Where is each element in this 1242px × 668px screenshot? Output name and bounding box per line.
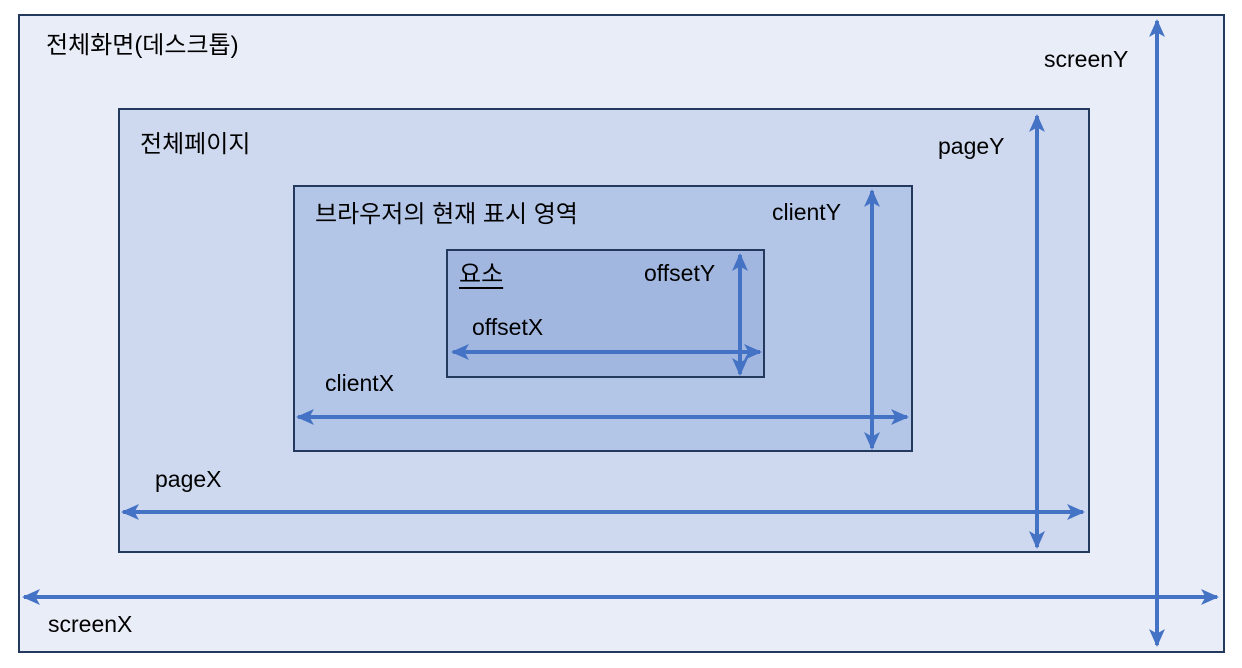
screeny-arrow-label: screenY: [1044, 46, 1129, 72]
page-box-label: 전체페이지: [140, 131, 251, 158]
offsetx-arrow-label: offsetX: [472, 314, 544, 340]
screen-box-label: 전체화면(데스크톱): [46, 32, 239, 59]
offsety-arrow-label: offsetY: [644, 260, 716, 286]
clienty-arrow-label: clientY: [772, 199, 842, 225]
client-box-label: 브라우저의 현재 표시 영역: [315, 201, 578, 228]
element-box-label: 요소: [459, 261, 504, 288]
pagey-arrow-label: pageY: [938, 133, 1005, 159]
clientx-arrow-label: clientX: [325, 370, 395, 396]
screenx-arrow-label: screenX: [48, 611, 133, 637]
pagex-arrow-label: pageX: [155, 466, 222, 492]
